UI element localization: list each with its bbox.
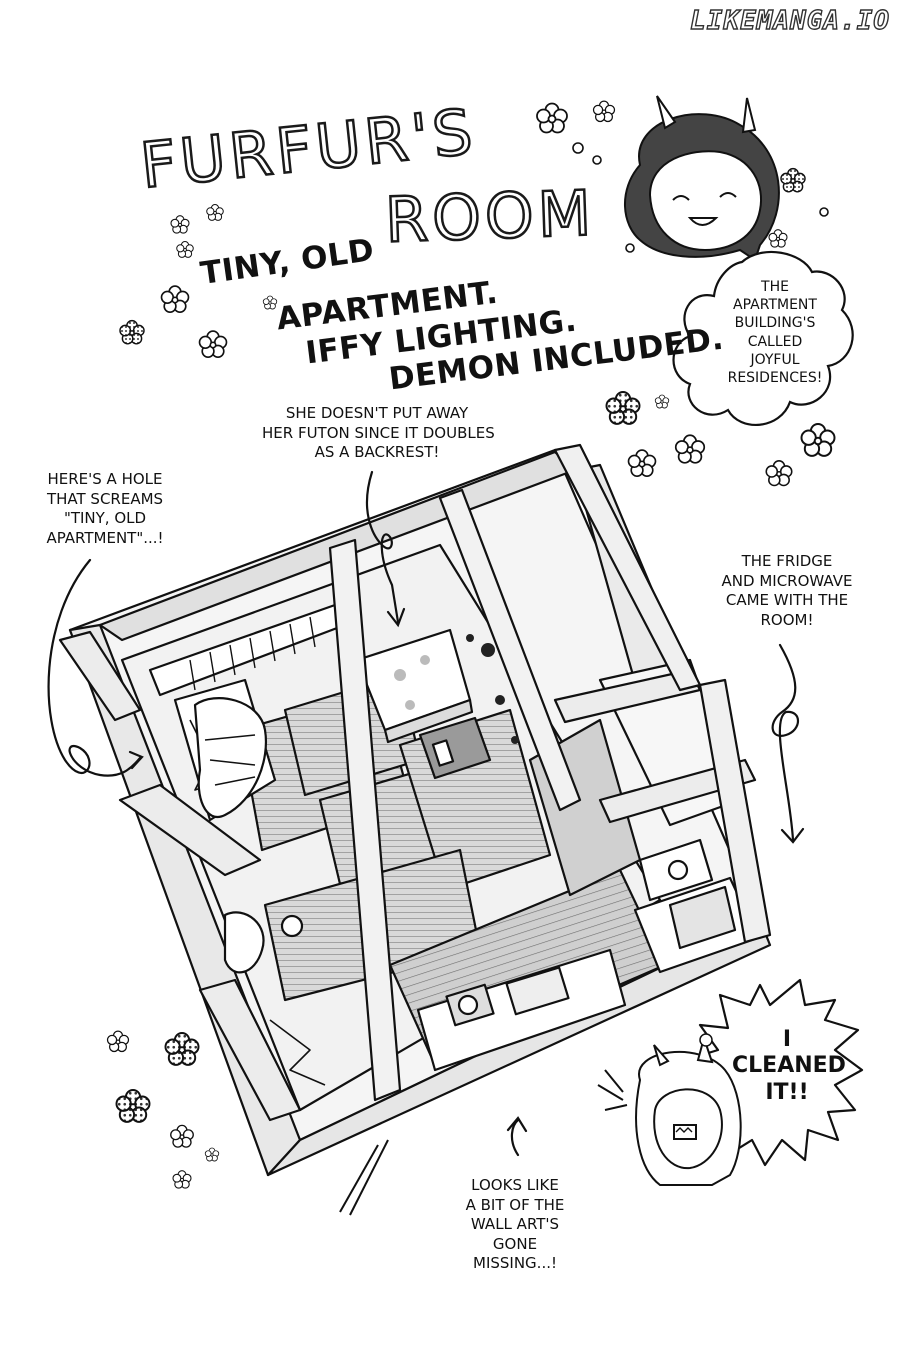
room-floorplan: [58, 443, 772, 1216]
note-line: BUILDING'S: [734, 315, 816, 332]
page-title-line-2: ROOM: [383, 175, 598, 258]
shout-line: IT!!: [765, 1079, 809, 1105]
shout-cleaned: I CLEANED IT!!: [732, 1027, 846, 1106]
note-line: GONE: [492, 1234, 538, 1253]
chibi-furfur-flustered: [597, 1033, 742, 1186]
note-line: THE: [761, 279, 789, 295]
annotation-arrows: [47, 470, 805, 1157]
note-line: APARTMENT"...!: [46, 528, 164, 547]
arrow-hole: [47, 558, 142, 777]
arrow-futon: [365, 470, 400, 624]
note-line: A BIT OF THE: [465, 1195, 565, 1214]
note-line: MISSING...!: [473, 1254, 557, 1272]
note-wall-art: LOOKS LIKE A BIT OF THE WALL ART'S GONE …: [440, 1176, 590, 1274]
chibi-furfur-happy: [624, 95, 780, 262]
shout-line: CLEANED: [732, 1053, 846, 1079]
note-fridge: THE FRIDGE AND MICROWAVE CAME WITH THE R…: [712, 552, 862, 630]
note-line: RESIDENCES!: [727, 369, 823, 386]
note-line: SHE DOESN'T PUT AWAY: [285, 404, 469, 422]
shout-line: I: [782, 1027, 792, 1052]
note-line: CALLED: [747, 333, 803, 350]
flower-decorations: [106, 100, 836, 1189]
site-watermark: LIKEMANGA.IO: [689, 5, 890, 36]
note-line: APARTMENT: [733, 297, 817, 314]
note-line: WALL ART'S: [470, 1215, 560, 1233]
note-line: JOYFUL: [750, 351, 800, 368]
note-line: HERE'S A HOLE: [47, 470, 163, 488]
note-futon: SHE DOESN'T PUT AWAY HER FUTON SINCE IT …: [262, 404, 495, 463]
note-building-name: THE APARTMENT BUILDING'S CALLED JOYFUL R…: [700, 278, 850, 387]
note-line: ROOM!: [760, 610, 814, 629]
note-line: CAME WITH THE: [725, 591, 849, 609]
note-line: AND MICROWAVE: [721, 571, 853, 590]
arrow-wall-art: [510, 1118, 520, 1157]
note-line: "TINY, OLD: [63, 509, 147, 527]
note-line: THE FRIDGE: [741, 552, 833, 570]
note-line: HER FUTON SINCE IT DOUBLES: [262, 423, 495, 442]
note-line: THAT SCREAMS: [46, 489, 164, 508]
note-wall-hole: HERE'S A HOLE THAT SCREAMS "TINY, OLD AP…: [30, 470, 180, 548]
note-line: AS A BACKREST!: [314, 443, 440, 461]
note-line: LOOKS LIKE: [471, 1176, 559, 1194]
arrow-fridge: [771, 643, 800, 842]
thought-bubble: [672, 250, 854, 426]
